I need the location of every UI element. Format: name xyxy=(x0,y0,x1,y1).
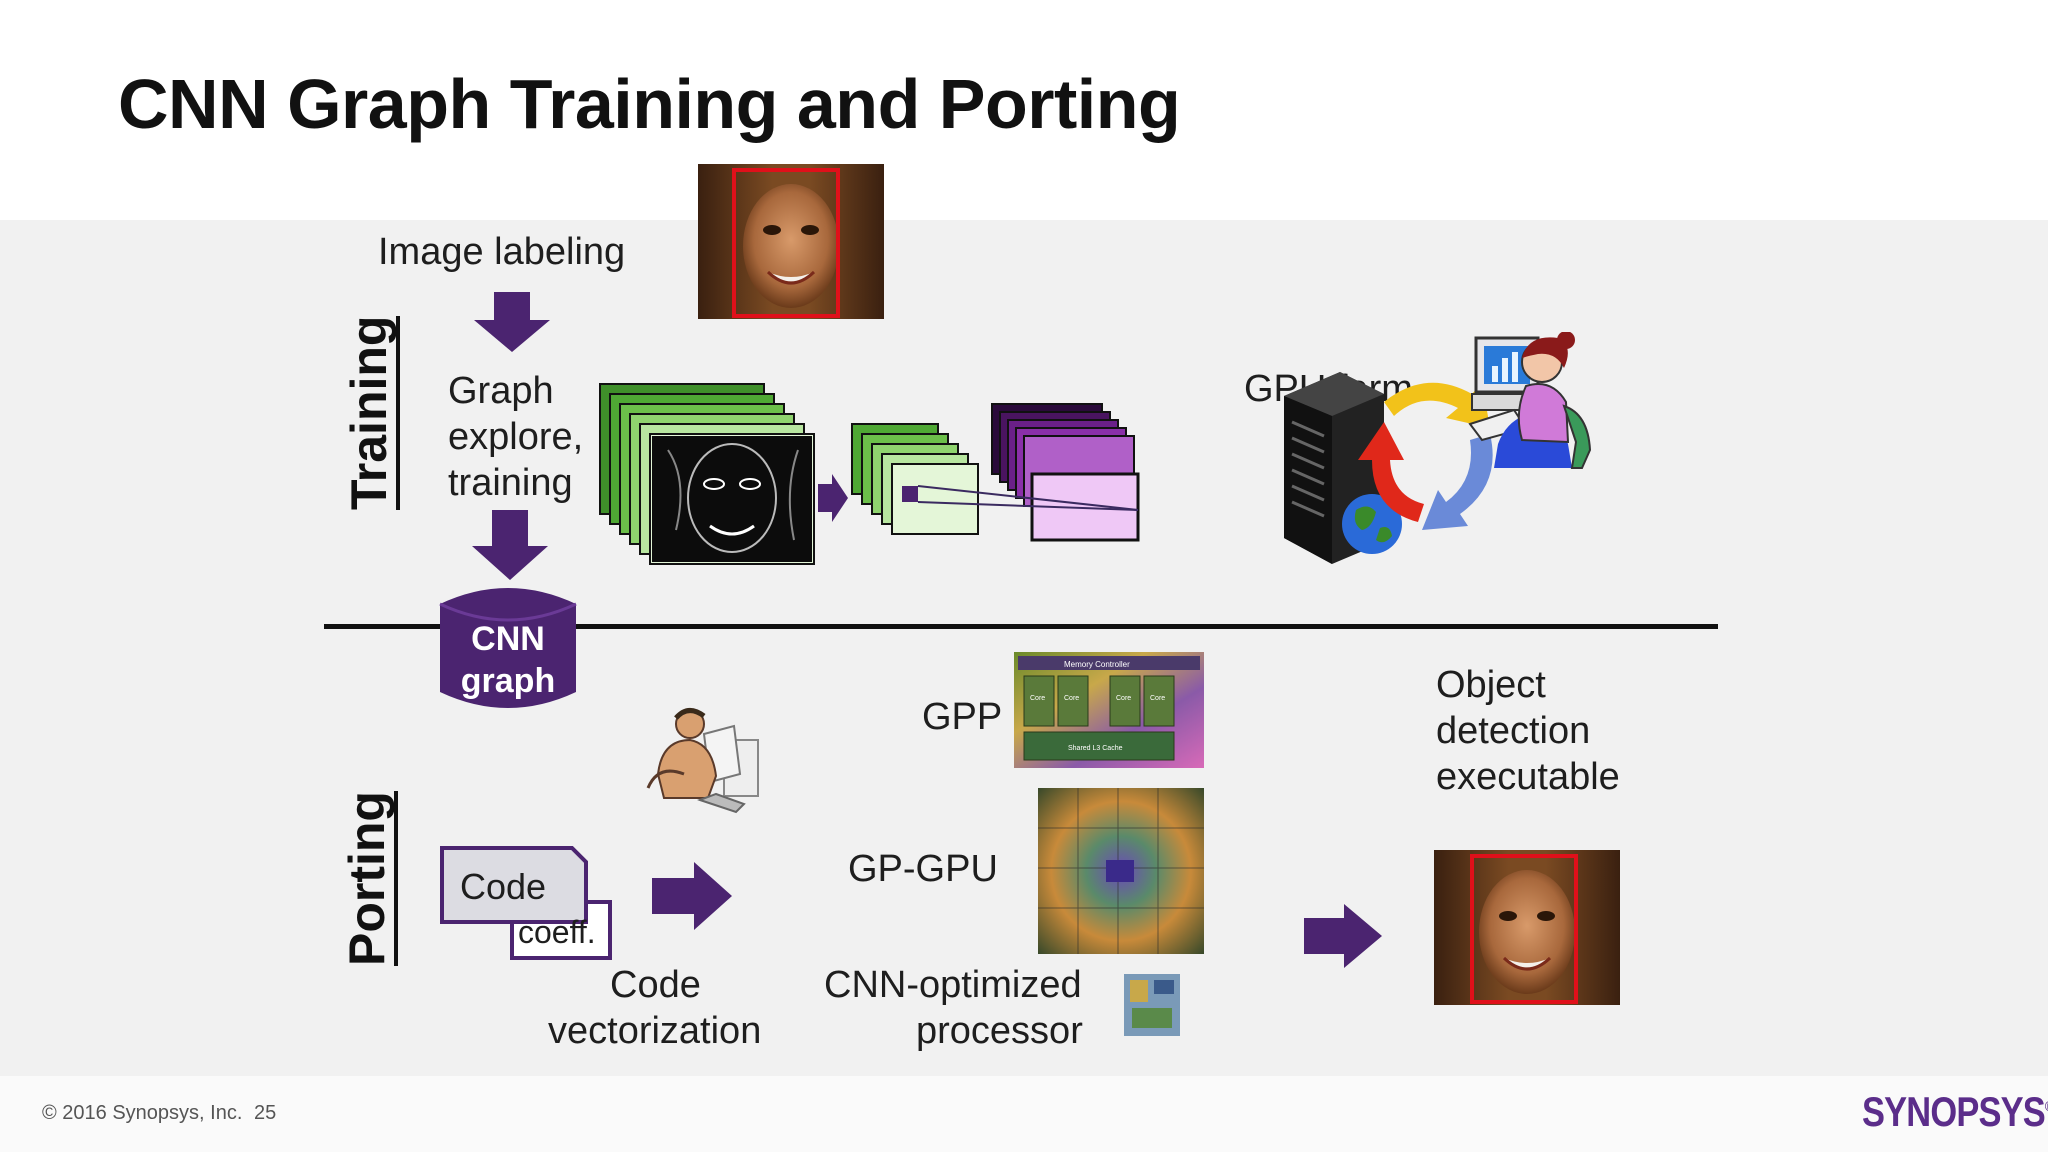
svg-text:Shared L3 Cache: Shared L3 Cache xyxy=(1068,745,1123,752)
graph-explore-line-1: Graph xyxy=(448,370,554,412)
svg-text:Core: Core xyxy=(1116,695,1131,702)
object-detection-line-1: Object xyxy=(1436,664,1546,706)
copyright-text: © 2016 Synopsys, Inc. xyxy=(42,1102,243,1124)
gp-gpu-label: GP-GPU xyxy=(848,848,998,890)
cnn-graph-label-line-2: graph xyxy=(461,662,555,700)
face-bounding-box xyxy=(1470,854,1578,1004)
logo-text: SYNOPSYS xyxy=(1862,1088,2046,1135)
arrow-right-icon xyxy=(652,862,732,930)
green-pooling-stack xyxy=(851,423,979,535)
graph-explore-line-2: explore, xyxy=(448,416,584,458)
cnn-processor-die-image xyxy=(1124,974,1180,1036)
gpp-label: GPP xyxy=(922,696,1003,738)
training-section-label: Training xyxy=(341,315,400,510)
page-number: 25 xyxy=(254,1102,277,1124)
cnn-optimized-line-2: processor xyxy=(916,1010,1083,1052)
cnn-layer-diagram xyxy=(599,383,1140,565)
code-vectorization-line-2: vectorization xyxy=(548,1010,762,1052)
small-arrow-right-icon xyxy=(818,474,848,522)
gpp-die-image: Memory Controller Core Core Core Core Shar… xyxy=(1014,652,1204,768)
code-vectorization-line-1: Code xyxy=(610,964,701,1006)
gpgpu-die-image xyxy=(1038,788,1204,954)
graph-explore-line-3: training xyxy=(448,462,573,504)
svg-text:Core: Core xyxy=(1064,695,1079,702)
svg-text:Core: Core xyxy=(1030,695,1045,702)
woman-at-computer-icon xyxy=(1468,332,1592,469)
cycle-arrows-icon xyxy=(1358,382,1493,530)
arrow-down-icon xyxy=(472,510,548,580)
content-band xyxy=(0,220,2048,1076)
cnn-graph-cylinder: CNN graph xyxy=(439,588,577,708)
cnn-optimized-line-1: CNN-optimized xyxy=(824,964,1082,1006)
object-detection-line-3: executable xyxy=(1436,756,1620,798)
gpu-farm-illustration xyxy=(1284,332,1592,564)
face-photo-top xyxy=(698,164,884,319)
porting-section-label: Porting xyxy=(339,791,398,966)
green-feature-stack xyxy=(599,383,815,565)
section-divider xyxy=(324,624,1718,629)
arrow-right-icon xyxy=(1304,904,1382,968)
globe-icon xyxy=(1342,494,1402,554)
object-detection-line-2: detection xyxy=(1436,710,1591,752)
code-documents-icon xyxy=(440,846,612,960)
cnn-graph-label-line-1: CNN xyxy=(471,620,545,658)
gpu-server-icon xyxy=(1284,372,1384,564)
slide-title: CNN Graph Training and Porting xyxy=(118,65,1181,143)
violet-feature-stack xyxy=(991,403,1140,542)
svg-text:Memory Controller: Memory Controller xyxy=(1064,660,1130,669)
footer xyxy=(0,1076,2048,1152)
synopsys-logo: SYNOPSYS® xyxy=(1862,1088,2048,1136)
face-bounding-box xyxy=(732,168,840,318)
man-at-computer-icon xyxy=(646,708,759,814)
image-labeling-label: Image labeling xyxy=(378,231,626,273)
coeff-document-label: coeff. xyxy=(518,914,596,950)
code-document-label: Code xyxy=(460,866,547,907)
face-photo-result xyxy=(1434,850,1620,1005)
svg-text:Core: Core xyxy=(1150,695,1165,702)
arrow-down-icon xyxy=(474,292,550,352)
